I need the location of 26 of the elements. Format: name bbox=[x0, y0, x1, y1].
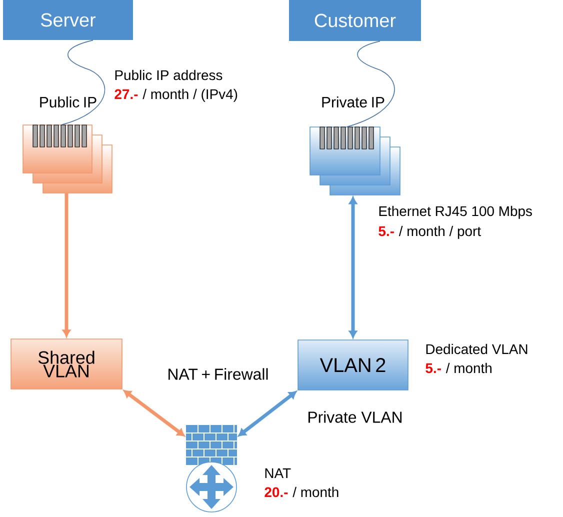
price-text: 20.- bbox=[264, 487, 288, 498]
heading-label: Private IP bbox=[322, 96, 384, 108]
heading-label: NAT + Firewall bbox=[168, 368, 268, 380]
arrow bbox=[349, 196, 357, 338]
caption-text: Private VLAN bbox=[308, 411, 402, 423]
arrow bbox=[62, 193, 70, 337]
vlan-box: Shared VLAN bbox=[10, 338, 122, 390]
vlan-box: VLAN 2 bbox=[298, 340, 408, 390]
note-text: NAT bbox=[265, 468, 291, 478]
arrow bbox=[124, 390, 185, 436]
note-text: Public IP address bbox=[115, 70, 222, 80]
note-text: / month / port bbox=[398, 226, 481, 239]
note-text: Ethernet RJ45 100 Mbps bbox=[379, 206, 532, 219]
note-text: / month bbox=[292, 486, 338, 498]
note-text: / month bbox=[446, 362, 492, 374]
cable-line bbox=[61, 40, 106, 126]
price-text: 5.- bbox=[378, 226, 394, 236]
heading-label: Public IP bbox=[40, 96, 96, 108]
price-text: 5.- bbox=[426, 363, 441, 374]
arrow bbox=[238, 391, 296, 436]
server-box: Server bbox=[3, 0, 133, 40]
note-text: Dedicated VLAN bbox=[426, 344, 528, 354]
price-text: 27.- bbox=[114, 89, 138, 99]
note-text: / month / (IPv4) bbox=[142, 88, 238, 102]
customer-box: Customer bbox=[289, 0, 421, 41]
cable-line bbox=[346, 40, 395, 128]
